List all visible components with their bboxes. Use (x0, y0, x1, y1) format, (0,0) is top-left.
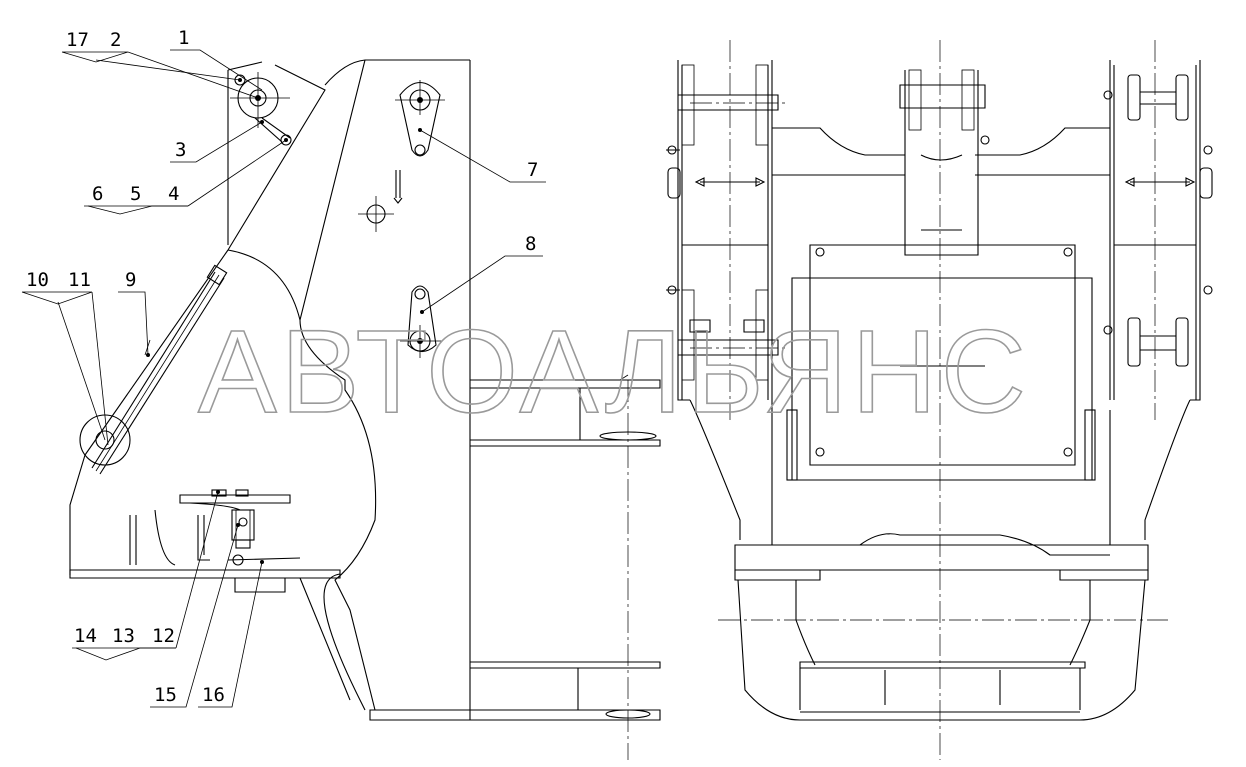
callout-4: 4 (168, 183, 179, 205)
front-view (666, 40, 1213, 760)
callout-13: 13 (112, 625, 135, 647)
watermark-text: АВТОАЛЬЯНС (198, 306, 1030, 438)
callout-8: 8 (525, 233, 536, 255)
callout-2: 2 (110, 29, 121, 51)
callout-1: 1 (178, 27, 189, 49)
callout-9: 9 (125, 269, 136, 291)
callout-15: 15 (154, 684, 177, 706)
callout-14: 14 (74, 625, 97, 647)
leader-lines (21, 49, 546, 708)
callout-11: 11 (68, 269, 91, 291)
callout-12: 12 (152, 625, 175, 647)
callout-labels: 17 2 1 3 6 5 4 7 8 9 10 11 14 13 12 15 1… (26, 27, 538, 706)
callout-3: 3 (175, 139, 186, 161)
callout-6: 6 (92, 183, 103, 205)
callout-7: 7 (527, 159, 538, 181)
callout-17: 17 (66, 29, 89, 51)
callout-16: 16 (202, 684, 225, 706)
callout-5: 5 (130, 183, 141, 205)
side-view (69, 59, 661, 760)
callout-10: 10 (26, 269, 49, 291)
